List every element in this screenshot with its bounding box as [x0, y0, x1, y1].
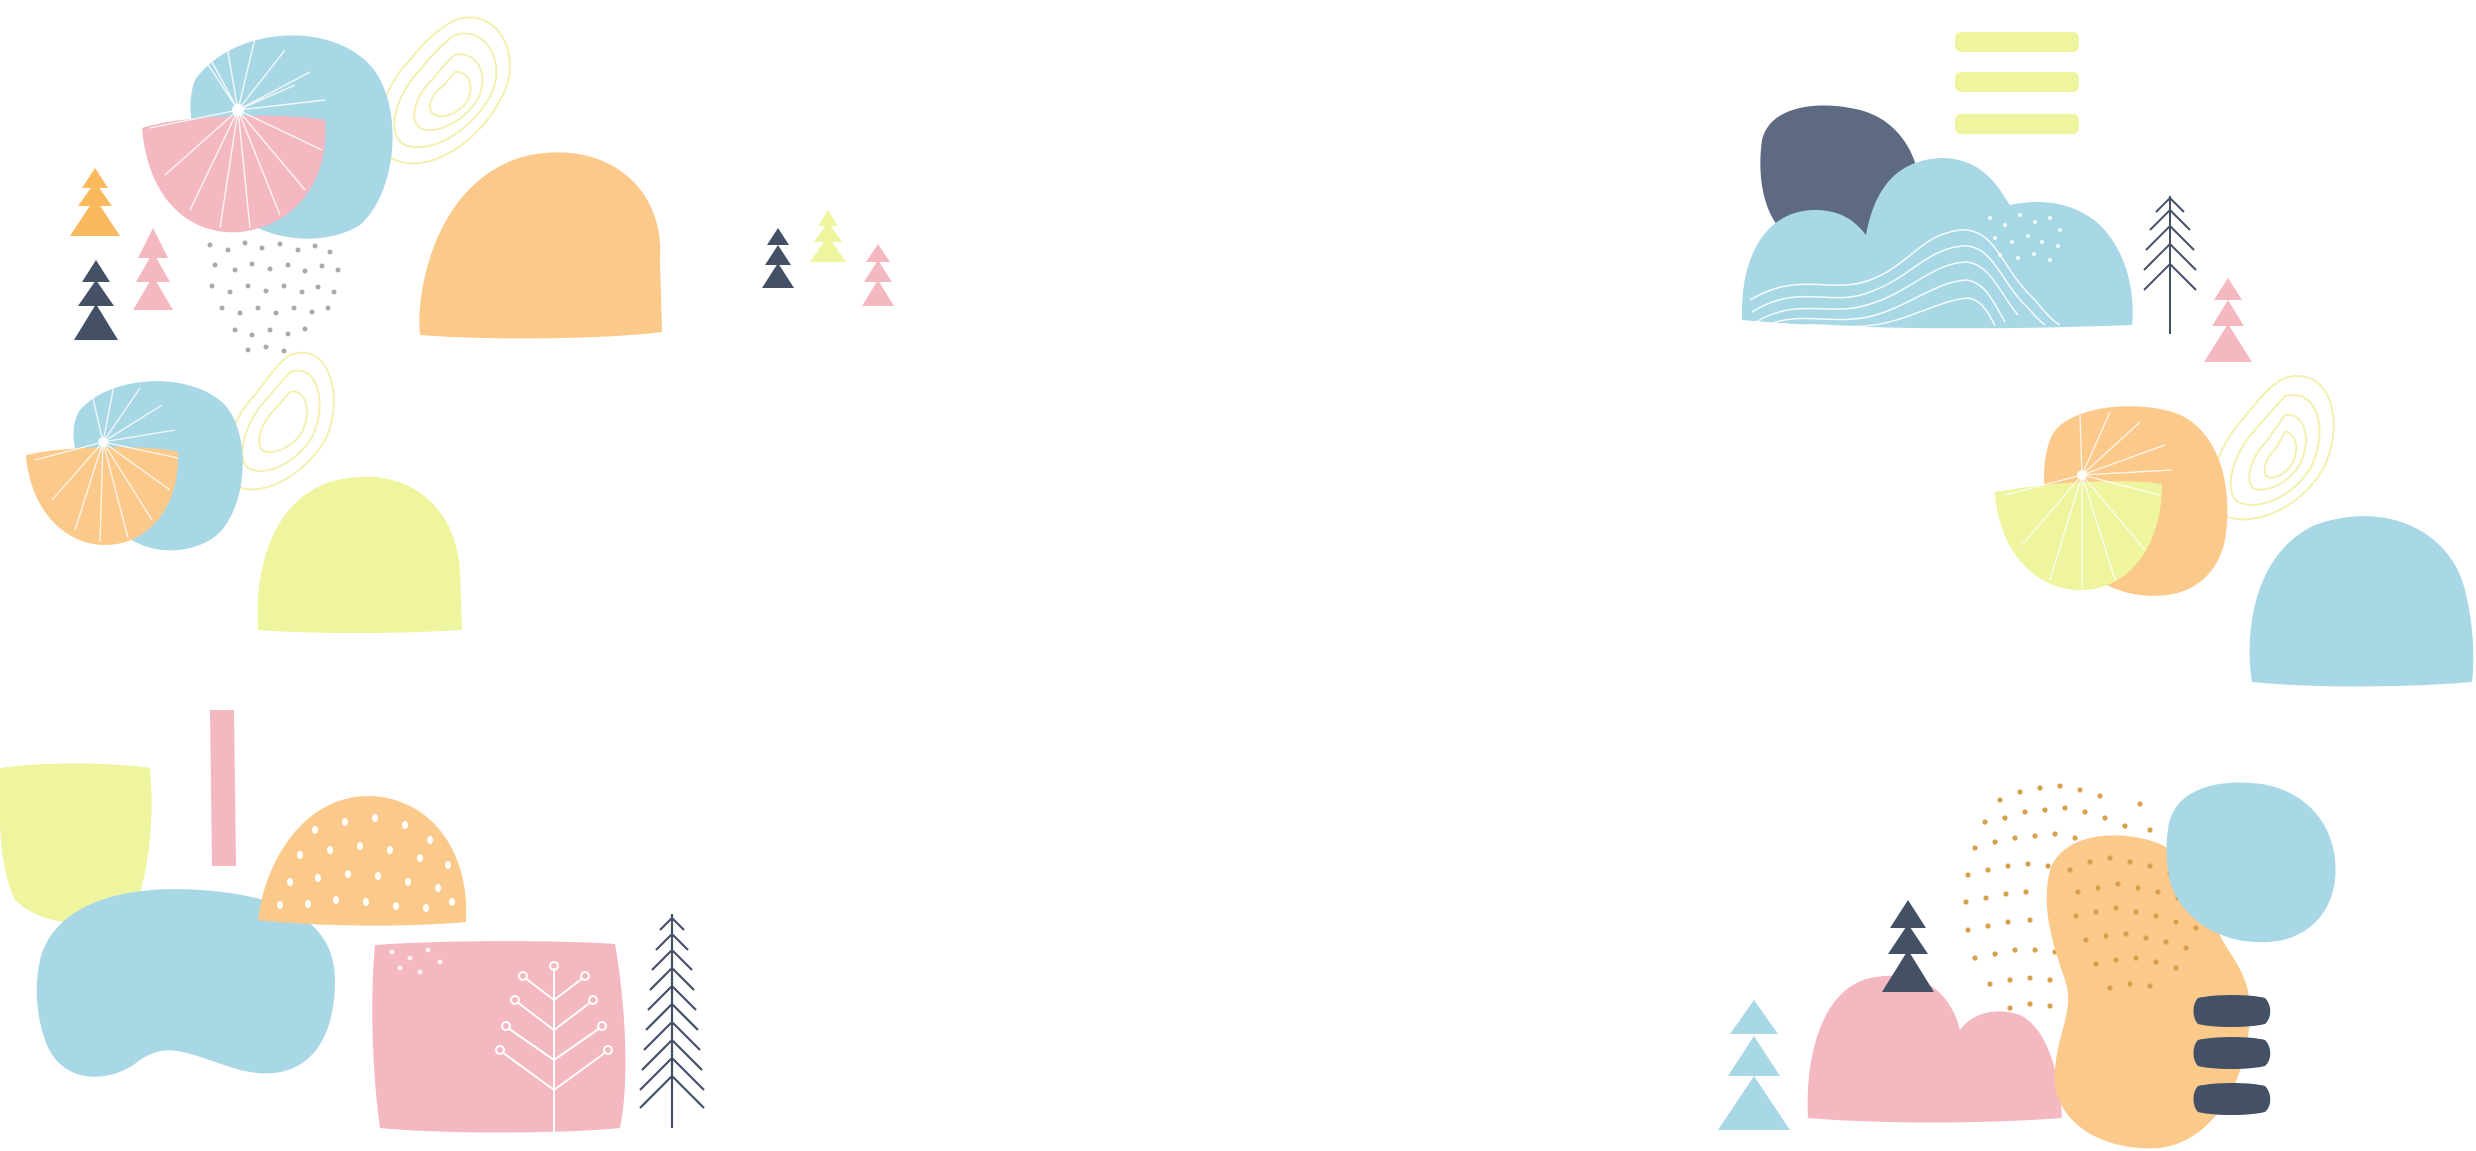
stripe-marks-icon: [210, 710, 236, 866]
stripe-marks-icon: [2193, 995, 2271, 1115]
contour-lines-icon: [2210, 375, 2335, 521]
branch-tree-icon: [495, 961, 613, 1132]
pink-hill-shape: [1807, 975, 2062, 1123]
triangle-tree-icon: [810, 210, 846, 262]
triangle-tree-icon: [1718, 1000, 1790, 1130]
triangle-tree-icon: [762, 228, 794, 288]
dotted-texture-icon: [277, 814, 455, 912]
stripe-marks-icon: [1955, 32, 2079, 134]
triangle-tree-icon: [1882, 900, 1934, 992]
contour-lines-icon: [377, 16, 511, 165]
bottom-left-cluster: [0, 710, 705, 1133]
mid-left-cluster: [26, 351, 462, 633]
top-left-cluster: [70, 16, 894, 354]
mid-right-cluster: [1995, 375, 2474, 687]
sunburst-blob-icon: [26, 447, 179, 545]
rounded-block-shape: [0, 763, 152, 924]
triangle-tree-icon: [74, 260, 118, 340]
bottom-right-cluster: [1718, 782, 2336, 1149]
contour-lines-icon: [224, 351, 335, 491]
triangle-tree-icon: [133, 228, 173, 310]
triangle-tree-icon: [70, 168, 120, 236]
sunburst-blob-icon: [142, 115, 326, 233]
triangle-tree-icon: [2204, 278, 2252, 362]
dotted-texture-icon: [207, 240, 341, 354]
fern-tree-icon: [2143, 196, 2197, 334]
blue-blob-shape: [36, 889, 335, 1077]
semicircle-blob-icon: [419, 152, 662, 339]
triangle-tree-icon: [862, 244, 894, 306]
semicircle-blob-icon: [257, 476, 462, 633]
semicircle-blob-icon: [2249, 516, 2474, 687]
top-right-cluster: [1741, 32, 2252, 362]
semicircle-blob-icon: [258, 795, 467, 926]
fern-tree-icon: [639, 914, 705, 1128]
blue-circle-shape: [2166, 782, 2336, 943]
sunburst-blob-icon: [1995, 481, 2162, 590]
